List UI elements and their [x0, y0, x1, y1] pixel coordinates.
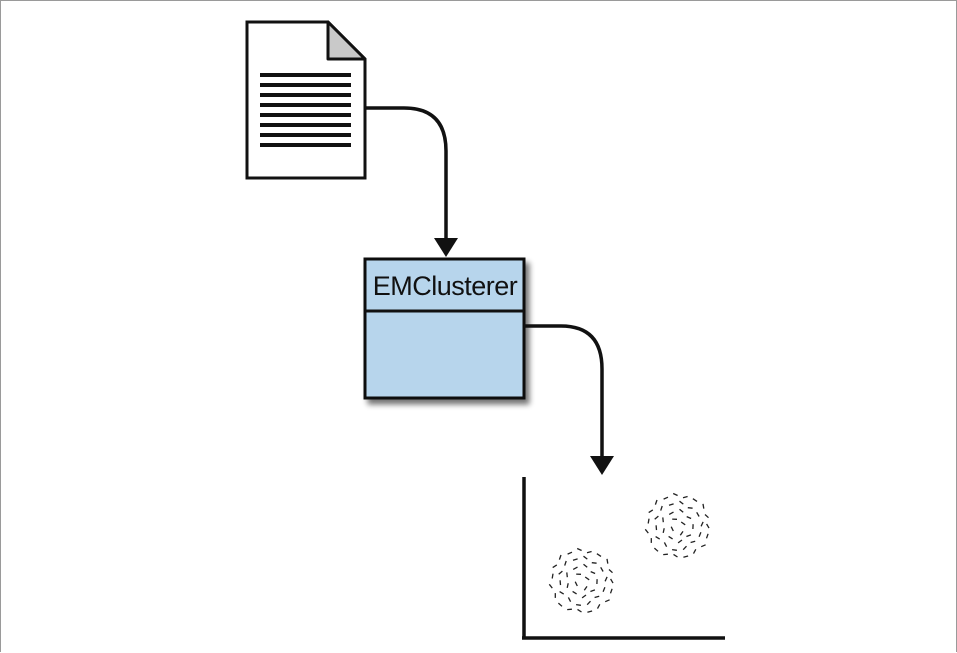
point-mark — [664, 497, 668, 499]
point-mark — [567, 572, 568, 577]
point-mark — [590, 590, 595, 592]
point-mark — [707, 534, 709, 539]
point-mark — [683, 556, 688, 557]
point-mark — [573, 591, 577, 594]
point-mark — [601, 567, 603, 571]
point-mark — [674, 554, 678, 557]
point-mark — [705, 515, 709, 518]
point-mark — [701, 522, 703, 526]
point-mark — [663, 517, 664, 522]
point-mark — [664, 542, 666, 546]
point-mark — [559, 571, 563, 574]
point-mark — [663, 528, 664, 533]
point-mark — [582, 595, 586, 598]
point-mark — [672, 550, 677, 551]
point-mark — [597, 554, 601, 557]
point-mark — [549, 584, 552, 588]
point-mark — [605, 577, 607, 581]
point-mark — [598, 604, 600, 608]
point-mark — [584, 556, 588, 559]
point-mark — [577, 549, 581, 551]
point-mark — [655, 500, 657, 505]
emclusterer-title: EMClusterer — [373, 271, 518, 301]
point-mark — [585, 577, 589, 580]
point-mark — [671, 527, 673, 531]
point-mark — [553, 565, 557, 568]
point-mark — [578, 609, 582, 612]
point-mark — [655, 516, 659, 519]
point-mark — [552, 574, 553, 579]
point-mark — [678, 540, 682, 543]
point-cluster — [549, 549, 613, 613]
point-mark — [680, 531, 683, 535]
point-mark — [669, 512, 673, 514]
point-mark — [609, 570, 613, 573]
scatter-plot-icon — [522, 477, 725, 638]
point-mark — [648, 519, 649, 524]
plot-axes — [522, 477, 725, 638]
point-mark — [686, 535, 691, 537]
point-mark — [591, 572, 595, 574]
point-mark — [691, 541, 696, 542]
point-mark — [707, 524, 709, 528]
point-mark — [683, 497, 688, 498]
point-cluster — [645, 494, 709, 558]
point-mark — [681, 522, 685, 525]
point-mark — [573, 559, 578, 560]
point-mark — [568, 597, 570, 601]
point-mark — [661, 506, 663, 511]
point-mark — [688, 508, 693, 509]
point-mark — [592, 563, 597, 564]
point-mark — [603, 587, 605, 592]
point-mark — [680, 501, 684, 504]
point-mark — [595, 596, 600, 597]
point-mark — [656, 537, 660, 540]
point-mark — [559, 555, 561, 560]
point-mark — [605, 600, 609, 602]
point-mark — [673, 494, 677, 496]
point-mark — [669, 536, 673, 539]
point-mark — [558, 603, 562, 606]
point-mark — [565, 561, 567, 566]
point-mark — [654, 548, 658, 551]
point-mark — [693, 499, 697, 502]
point-mark — [587, 611, 592, 612]
point-mark — [584, 586, 587, 590]
point-mark — [567, 583, 568, 588]
point-mark — [575, 582, 577, 586]
point-mark — [576, 605, 581, 606]
point-mark — [587, 601, 590, 605]
point-mark — [703, 504, 704, 509]
point-mark — [573, 567, 577, 569]
point-mark — [584, 564, 588, 567]
arrow-document-to-clusterer — [365, 108, 458, 257]
emclusterer-box: EMClusterer — [365, 259, 524, 398]
point-mark — [611, 579, 613, 583]
point-mark — [611, 589, 613, 594]
point-mark — [699, 532, 701, 537]
point-mark — [694, 549, 696, 553]
document-icon — [247, 22, 365, 178]
point-mark — [687, 517, 691, 519]
point-mark — [568, 552, 572, 554]
point-mark — [669, 504, 674, 505]
arrow-clusterer-to-plot — [524, 326, 614, 475]
point-mark — [645, 529, 648, 533]
point-mark — [607, 559, 608, 564]
point-mark — [560, 592, 564, 595]
point-mark — [587, 552, 592, 553]
point-mark — [701, 545, 705, 547]
point-mark — [649, 510, 653, 513]
point-mark — [683, 546, 686, 550]
point-mark — [680, 509, 684, 512]
point-mark — [697, 512, 699, 516]
